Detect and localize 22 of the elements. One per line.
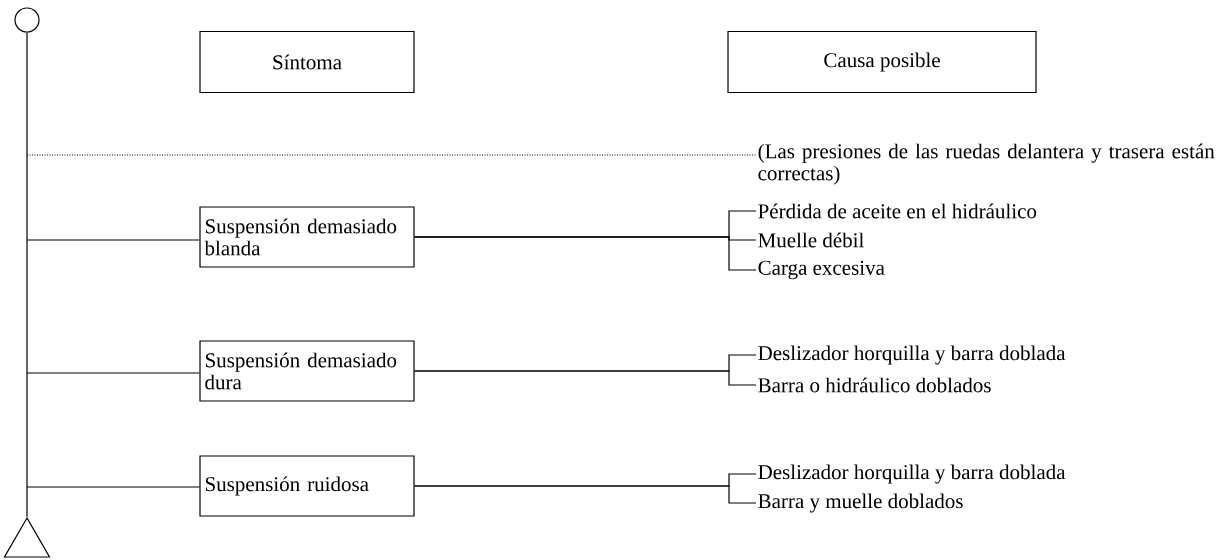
symptom-box: Suspensión demasiado dura [199,340,415,402]
cause-text: Carga excesiva [758,260,885,280]
bracket-line [414,370,757,386]
bracket-line [414,236,757,271]
dotted-line [26,154,757,156]
cause-text: Deslizador horquilla y barra doblada [758,464,1066,484]
cause-text: Barra y muelle doblados [758,493,963,513]
symptom-box: Suspensión demasiado blanda [199,206,415,268]
cause-text: Pérdida de aceite en el hidráulico [758,203,1037,219]
cause-text: Muelle débil [758,232,864,248]
header-box: Causa posible [727,30,1037,94]
cause-text: Barra o hidráulico doblados [758,377,991,393]
circle-terminal [14,7,40,33]
note-text: (Las presiones de las ruedas delantera y trasera están correctas) [758,143,1215,185]
cause-text: Deslizador horquilla y barra doblada [758,345,1066,365]
symptom-box: Suspensión ruidosa [199,455,415,517]
branch-line [26,486,200,488]
branch-line [26,372,200,374]
header-box: Síntoma [199,30,415,94]
branch-line [26,239,200,241]
bracket-line [414,485,757,504]
spine-line [26,32,28,518]
